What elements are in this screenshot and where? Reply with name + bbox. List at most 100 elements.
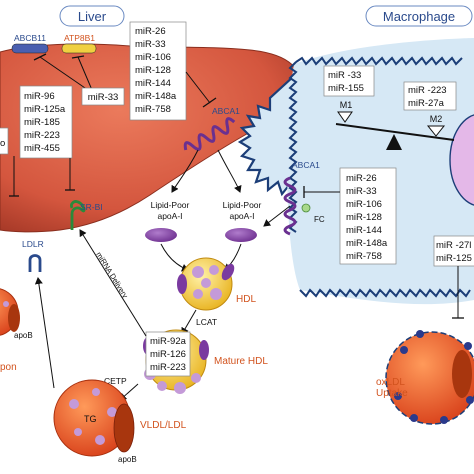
atp8b1-label: ATP8B1: [64, 33, 95, 43]
m1-m2-balance-icon: [335, 111, 455, 150]
text-line: miR-26: [135, 26, 166, 37]
text-line: miR-33: [346, 186, 377, 197]
inhibit-line-atp8b1: [77, 56, 93, 91]
ldl-edge-particle-icon: [0, 288, 20, 336]
ldlr-receptor-icon: [28, 254, 42, 272]
sr-bi-label: SR-BI: [80, 202, 103, 212]
lcat-label: LCAT: [196, 317, 217, 327]
text-line: miR -27l: [436, 240, 471, 251]
macrophage-title-pill: [365, 5, 473, 27]
text-line: miR-33: [88, 92, 119, 103]
free-cholesterol-icon: [301, 203, 311, 213]
mirna-box-mature-hdl: miR-92a miR-126 miR-223: [145, 331, 191, 377]
mirna-box-liver-left: miR-96 miR-125a miR-185 miR-223 miR-455: [19, 85, 73, 159]
text-line: miR-455: [24, 143, 60, 154]
nucleus-icon: [449, 114, 474, 206]
mirna-box-macrophage-m1: miR -33 miR-155: [323, 65, 375, 97]
abcb11-label: ABCB11: [14, 33, 46, 43]
text-line: miR-223: [24, 130, 60, 141]
text-line: miR-27a: [408, 98, 445, 109]
text-line: miR-92a: [150, 336, 187, 347]
vldl-ldl-particle-icon: [53, 379, 135, 457]
apoa-right-icon: [225, 228, 257, 242]
mirna-delivery-arrow: [79, 229, 147, 337]
mirna-box-liver-top: miR-26 miR-33 miR-106 miR-128 miR-144 miR-148…: [129, 21, 187, 121]
apob-bottom-label: apoB: [118, 455, 137, 464]
m2-label: M2: [430, 114, 443, 124]
hdl-label: HDL: [236, 294, 256, 305]
abca1-macrophage-transporter-icon: [283, 176, 297, 236]
mirna-box-liver-bile: miR-33: [81, 87, 125, 106]
pon-fragment-label: pon: [0, 362, 17, 373]
text-line: miR -33: [328, 70, 361, 81]
text-line: miR-125: [436, 253, 472, 264]
text-line: miR-155: [328, 83, 364, 94]
liver-title-pill: [59, 5, 125, 27]
text-line: miR-26: [346, 173, 377, 184]
ldlr-label: LDLR: [22, 239, 44, 249]
text-line: Lipid-Poor: [223, 200, 262, 210]
vldl-ldl-label: VLDL/LDL: [140, 420, 187, 431]
abca1-macrophage-label: ABCA1: [292, 160, 320, 170]
oxldl-particle-icon: [385, 330, 474, 425]
atp8b1-transporter-icon: [61, 43, 97, 54]
ldl-uptake-arrow: [34, 277, 55, 389]
text-line: apoA-I: [229, 211, 254, 221]
mature-hdl-label: Mature HDL: [214, 356, 268, 367]
text-line: miR-148a: [346, 238, 388, 249]
lcat-arrow: [181, 309, 197, 335]
text-line: miR-144: [346, 225, 382, 236]
text-line: miR-125a: [24, 104, 66, 115]
text-line: miR-223: [150, 362, 186, 373]
apob-left-label: apoB: [14, 331, 33, 340]
text-line: miR-758: [135, 104, 171, 115]
text-line: miR-96: [24, 91, 55, 102]
fc-label: FC: [314, 215, 325, 224]
apoa-left-icon: [145, 228, 177, 242]
text-line: miR-106: [135, 52, 171, 63]
inhibit-line-abca1-liver: [185, 71, 211, 104]
hdl-particle-icon: [177, 257, 235, 311]
text-line: Uptake: [376, 388, 408, 399]
text-line: miR-33: [135, 39, 166, 50]
mirna-delivery-label: miRNA Delivery: [94, 250, 130, 300]
mirna-box-macrophage-m2: miR -223 miR-27a: [403, 81, 457, 111]
inhibit-line-abcb11: [39, 56, 89, 91]
macrophage-title: Macrophage: [383, 9, 455, 24]
text-line: miR-758: [346, 251, 382, 262]
text-line: apoA-I: [157, 211, 182, 221]
cetp-label: CETP: [104, 376, 127, 386]
svg-text:miR-33: miR-33: [88, 92, 119, 103]
text-line: miR-185: [24, 117, 60, 128]
text-line: Lipid-Poor: [151, 200, 190, 210]
mirna-box-liver-edge: o: [0, 127, 9, 155]
mirna-box-macrophage-right: miR -27l miR-125: [433, 235, 474, 267]
text-line: o: [0, 138, 5, 149]
abca1-liver-transporter-icon: [183, 117, 236, 151]
text-line: miR-126: [150, 349, 186, 360]
sr-bi-receptor-icon: [70, 200, 86, 230]
m1-label: M1: [340, 100, 353, 110]
text-line: miR -223: [408, 85, 447, 96]
text-line: miR-148a: [135, 91, 177, 102]
text-line: miR-144: [135, 78, 171, 89]
text-line: miR-106: [346, 199, 382, 210]
text-line: miR-128: [135, 65, 171, 76]
svg-text:o: o: [0, 138, 5, 149]
abca1-liver-label: ABCA1: [212, 106, 240, 116]
liver-title: Liver: [78, 9, 107, 24]
abcb11-transporter-icon: [11, 43, 49, 54]
